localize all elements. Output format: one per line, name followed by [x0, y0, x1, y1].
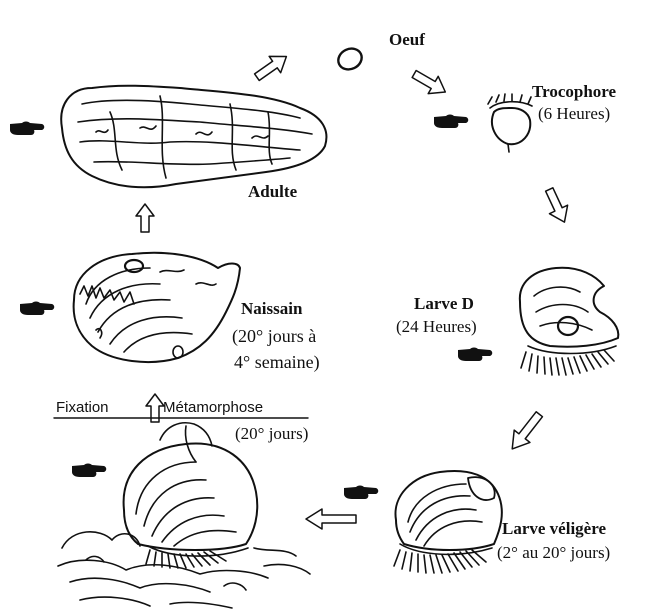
label-naissain-time-2: 4° semaine) — [234, 352, 320, 373]
larve-d-illustration — [520, 268, 618, 375]
pointing-hand-icon — [344, 486, 378, 500]
label-adulte: Adulte — [248, 182, 297, 202]
pointing-hand-icon — [458, 348, 492, 362]
pointing-hand-icon — [10, 122, 44, 136]
label-naissain: Naissain — [241, 299, 302, 319]
hollow-arrow-icon — [504, 408, 547, 455]
label-larve-d-time: (24 Heures) — [396, 317, 477, 337]
label-larve-veligere-time: (2° au 20° jours) — [497, 543, 610, 563]
hollow-arrow-icon — [306, 509, 356, 529]
label-fixation: Fixation — [56, 399, 109, 416]
naissain-illustration — [74, 253, 240, 362]
label-metamorphose: Métamorphose — [163, 399, 263, 416]
label-larve-d: Larve D — [414, 294, 474, 314]
label-fixation-time: (20° jours) — [235, 424, 308, 444]
trocophore-illustration — [488, 94, 532, 152]
label-naissain-time-1: (20° jours à — [232, 326, 316, 347]
hollow-arrow-icon — [540, 185, 573, 226]
hollow-arrow-icon — [136, 204, 154, 232]
cycle-arrows — [136, 48, 574, 529]
hollow-arrow-icon — [251, 48, 292, 85]
label-larve-veligere: Larve véligère — [502, 519, 606, 539]
hollow-arrow-icon — [409, 65, 450, 100]
pointing-hand-icon — [434, 115, 468, 129]
pointing-hand-icon — [20, 302, 54, 316]
adult-oyster-illustration — [61, 86, 326, 188]
label-trocophore-time: (6 Heures) — [538, 104, 610, 124]
larve-veligere-illustration — [394, 471, 502, 573]
label-oeuf: Oeuf — [389, 30, 425, 50]
pointing-hand-icon — [72, 464, 106, 478]
egg-illustration — [335, 45, 365, 73]
fixation-oyster-illustration — [58, 423, 310, 608]
label-trocophore: Trocophore — [532, 82, 616, 102]
